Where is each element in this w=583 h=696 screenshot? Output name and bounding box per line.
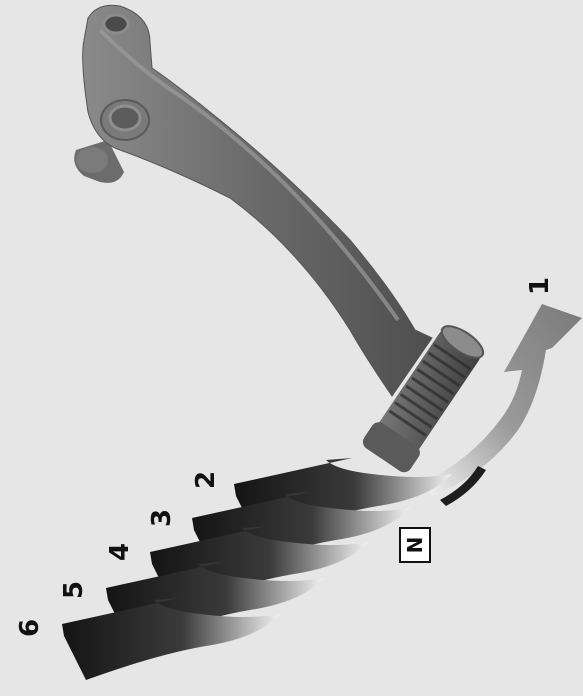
label-gear-3: 3 — [147, 509, 177, 527]
shift-lever — [74, 5, 432, 396]
label-gear-5: 5 — [59, 581, 89, 599]
stud-end — [76, 147, 108, 173]
neutral-box: N — [400, 528, 430, 562]
label-neutral: N — [403, 537, 427, 554]
label-gear-4: 4 — [105, 543, 135, 561]
mount-hole-top — [104, 15, 128, 33]
label-gear-2: 2 — [191, 471, 221, 489]
label-gear-1: 1 — [525, 277, 555, 295]
label-gear-6: 6 — [15, 619, 45, 637]
